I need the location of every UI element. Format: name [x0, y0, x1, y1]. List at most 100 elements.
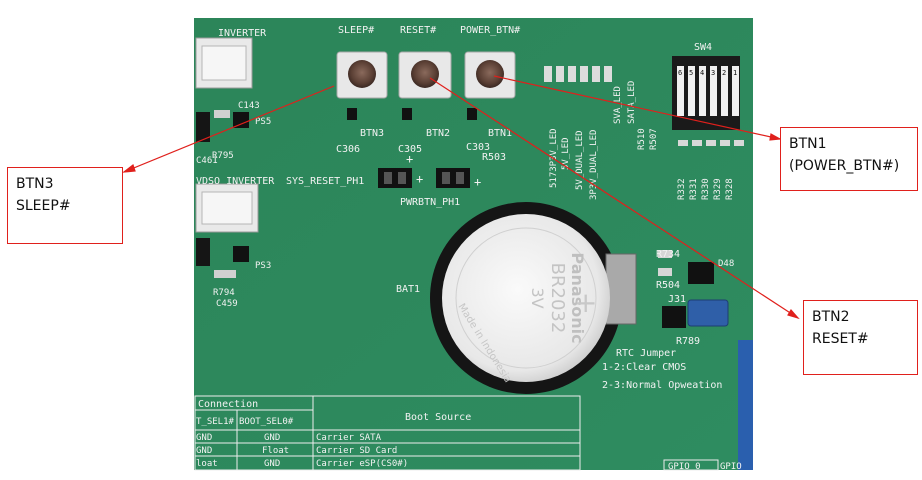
btn3-arrowhead: [122, 164, 136, 173]
svg-text:GND: GND: [196, 446, 212, 456]
svg-text:R504: R504: [656, 280, 680, 291]
btn2-callout-subtitle: RESET#: [812, 331, 869, 347]
inverter-connector-top: INVERTER: [195, 28, 267, 89]
svg-text:SLEEP#: SLEEP#: [338, 25, 374, 36]
boot-table-text: Connection T_SEL1# BOOT_SEL0# Boot Sourc…: [196, 399, 471, 469]
btn3-arrow-line: [123, 85, 335, 173]
svg-text:SVA_LED: SVA_LED: [613, 86, 623, 124]
svg-text:Carrier eSP(CS0#): Carrier eSP(CS0#): [316, 459, 408, 469]
pwrbtn-label: PWRBTN_PH1: [400, 197, 460, 208]
svg-text:R328: R328: [725, 178, 735, 200]
svg-text:+: +: [574, 286, 597, 319]
svg-text:5V_LED: 5V_LED: [561, 137, 571, 170]
svg-text:R329: R329: [713, 178, 723, 200]
svg-text:R510: R510: [637, 128, 647, 150]
svg-text:Carrier SD Card: Carrier SD Card: [316, 446, 397, 456]
svg-text:Boot Source: Boot Source: [405, 412, 471, 423]
boot-source-table: [194, 395, 581, 471]
svg-text:BTN3: BTN3: [360, 128, 384, 139]
svg-text:C143: C143: [238, 101, 260, 111]
svg-text:PS3: PS3: [255, 261, 271, 271]
svg-text:BTN1: BTN1: [488, 128, 512, 139]
svg-text:3: 3: [711, 69, 715, 77]
svg-text:BR2032: BR2032: [547, 263, 568, 334]
svg-text:+: +: [474, 175, 481, 189]
svg-text:C303: C303: [466, 142, 490, 153]
svg-text:GPIO 0: GPIO 0: [668, 462, 701, 472]
svg-text:SW4: SW4: [694, 42, 712, 53]
svg-text:BTN2: BTN2: [426, 128, 450, 139]
svg-text:2: 2: [722, 69, 726, 77]
svg-text:R330: R330: [701, 178, 711, 200]
btn1-callout: BTN1 (POWER_BTN#): [780, 127, 918, 191]
inverter-top-label: INVERTER: [218, 28, 267, 39]
svg-text:Carrier SATA: Carrier SATA: [316, 433, 382, 443]
svg-text:C305: C305: [398, 144, 422, 155]
btn1-callout-title: BTN1: [789, 136, 827, 152]
svg-text:3V: 3V: [528, 287, 547, 308]
svg-text:R332: R332: [677, 178, 687, 200]
svg-text:2-3:Normal Opweation: 2-3:Normal Opweation: [602, 380, 722, 391]
svg-text:Float: Float: [262, 446, 289, 456]
svg-text:R503: R503: [482, 152, 506, 163]
svg-text:5: 5: [689, 69, 693, 77]
gpio-labels: GPIO 0 GPIO: [663, 459, 742, 472]
btn2-reset: RESET# BTN2 C305: [398, 25, 452, 155]
pin-headers: + + + PWRBTN_PH1: [378, 152, 481, 208]
svg-text:3P3V_DUAL_LED: 3P3V_DUAL_LED: [589, 130, 599, 200]
rtc-area: R734 D48 R504 J31 R789 RTC Jumper 1-2:Cl…: [602, 249, 753, 470]
svg-text:RTC Jumper: RTC Jumper: [616, 348, 676, 359]
svg-text:C459: C459: [216, 299, 238, 309]
sys-reset-label: SYS_RESET_PH1: [286, 176, 364, 187]
svg-text:RESET#: RESET#: [400, 25, 436, 36]
svg-text:R794: R794: [213, 288, 235, 298]
svg-text:GND: GND: [264, 459, 280, 469]
inverter-connector-bottom: [195, 183, 259, 233]
svg-text:T_SEL1#: T_SEL1#: [196, 417, 235, 427]
svg-text:R795: R795: [212, 151, 234, 161]
btn2-callout: BTN2 RESET#: [803, 300, 918, 375]
svg-text:GND: GND: [196, 433, 212, 443]
svg-text:6: 6: [678, 69, 682, 77]
svg-text:GND: GND: [264, 433, 280, 443]
svg-text:1: 1: [733, 69, 737, 77]
left-smd-parts: C461 R795 R794 C459 PS5 PS3 C143: [196, 101, 271, 309]
btn3-callout-title: BTN3: [16, 176, 54, 192]
svg-text:Connection: Connection: [198, 399, 258, 410]
svg-text:R507: R507: [649, 128, 659, 150]
btn1-power: POWER_BTN# BTN1 C303 R503: [460, 25, 520, 163]
svg-text:PS5: PS5: [255, 117, 271, 127]
svg-text:Panasonic: Panasonic: [568, 252, 587, 343]
btn1-arrow-line: [493, 75, 781, 140]
svg-text:POWER_BTN#: POWER_BTN#: [460, 25, 520, 36]
svg-text:4: 4: [700, 69, 704, 77]
coin-cell-battery: Panasonic BR2032 3V Made in Indonesia + …: [396, 202, 637, 394]
svg-text:1-2:Clear CMOS: 1-2:Clear CMOS: [602, 362, 686, 373]
btn3-callout-subtitle: SLEEP#: [16, 198, 71, 214]
btn1-callout-subtitle: (POWER_BTN#): [789, 158, 900, 174]
svg-text:R734: R734: [656, 249, 680, 260]
bat1-label: BAT1: [396, 284, 420, 295]
btn1-arrowhead: [769, 133, 782, 141]
svg-text:R331: R331: [689, 178, 699, 200]
svg-text:C306: C306: [336, 144, 360, 155]
svg-text:+: +: [416, 172, 423, 186]
svg-text:loat: loat: [196, 459, 218, 469]
vdso-inverter-label: VDSO INVERTER: [196, 176, 275, 187]
btn2-arrowhead: [787, 308, 800, 320]
svg-text:J31: J31: [668, 294, 686, 305]
callout-arrows: [122, 75, 800, 320]
svg-text:D48: D48: [718, 259, 734, 269]
svg-text:GPIO: GPIO: [720, 462, 742, 472]
svg-text:BOOT_SEL0#: BOOT_SEL0#: [239, 417, 294, 427]
svg-text:5V_DUAL_LED: 5V_DUAL_LED: [575, 130, 585, 190]
btn2-callout-title: BTN2: [812, 309, 850, 325]
btn2-arrow-line: [429, 77, 799, 319]
svg-text:C461: C461: [196, 156, 218, 166]
btn3-callout: BTN3 SLEEP#: [7, 167, 123, 244]
svg-text:R789: R789: [676, 336, 700, 347]
btn3-sleep: SLEEP# BTN3 C306: [336, 25, 388, 155]
svg-text:+: +: [406, 152, 413, 166]
svg-text:SATA_LED: SATA_LED: [627, 81, 637, 124]
